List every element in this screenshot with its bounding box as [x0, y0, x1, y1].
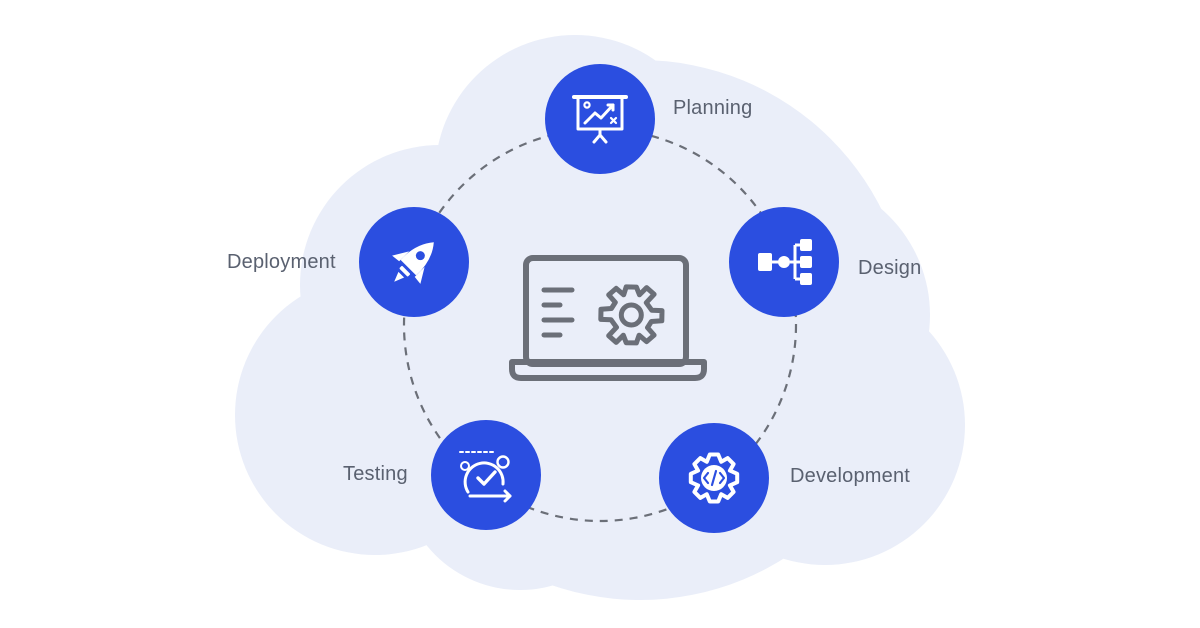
- label-development: Development: [790, 465, 911, 487]
- label-testing: Testing: [343, 463, 408, 485]
- label-design: Design: [858, 257, 922, 279]
- node-testing[interactable]: [431, 420, 541, 530]
- test-cycle-icon: [459, 451, 512, 503]
- connector-ring: [402, 127, 798, 523]
- label-planning: Planning: [673, 97, 753, 119]
- node-design[interactable]: [729, 207, 839, 317]
- node-development[interactable]: [659, 423, 769, 533]
- rocket-icon: [392, 242, 434, 284]
- laptop-gear-icon: [509, 255, 707, 381]
- hierarchy-flow-icon: [758, 239, 812, 285]
- node-planning[interactable]: [545, 64, 655, 174]
- code-gear-icon: [688, 452, 740, 504]
- presentation-chart-icon: [572, 95, 628, 144]
- label-deployment: Deployment: [227, 251, 336, 273]
- node-deployment[interactable]: [359, 207, 469, 317]
